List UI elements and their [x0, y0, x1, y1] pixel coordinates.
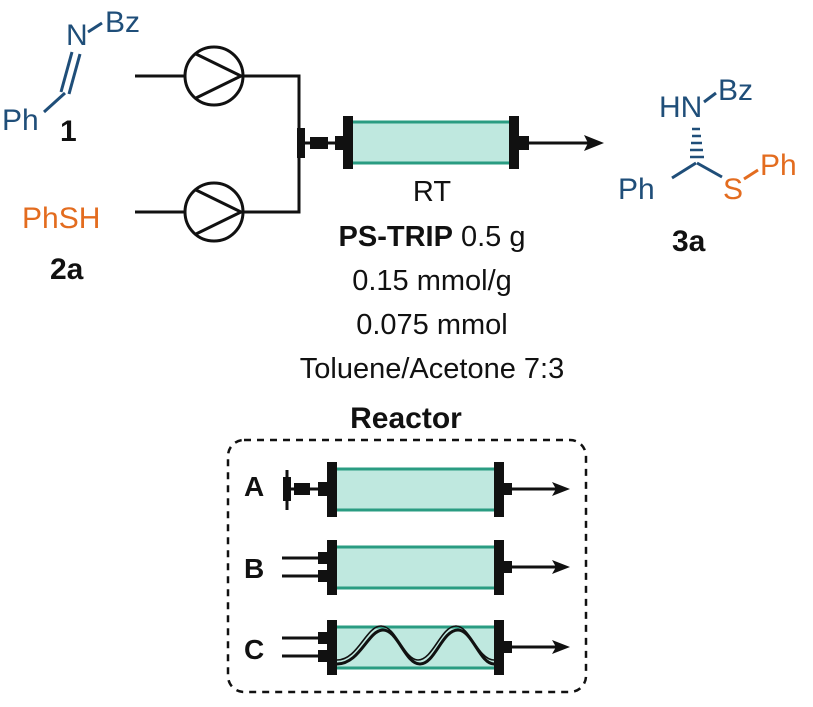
- variant-a-cap-left: [327, 462, 337, 517]
- catalyst-amount: 0.5 g: [453, 221, 526, 253]
- catalyst-name: PS-TRIP: [339, 221, 453, 253]
- variant-b-label: B: [244, 553, 264, 584]
- pump-bottom-symbol: [195, 188, 245, 236]
- variant-c-outlet-fitting: [504, 641, 512, 653]
- tube-bottom-out: [243, 148, 301, 214]
- product-3a: HN Bz Ph S Ph 3a: [618, 74, 797, 258]
- condition-temperature: RT: [413, 176, 451, 208]
- variant-c-cap-right: [494, 620, 504, 675]
- variant-c-static-mixer-b: [336, 625, 495, 661]
- reactor-variant-c: C: [244, 620, 570, 675]
- variant-c-fitting-top: [318, 632, 328, 644]
- pump-line-top: [135, 45, 301, 140]
- n-bz-bond-product: [703, 91, 717, 104]
- variant-a-arrow-head: [552, 482, 570, 496]
- variant-a-column: [332, 467, 498, 512]
- main-reactor: [297, 116, 604, 169]
- pump-top: [183, 45, 245, 107]
- pump-top-symbol: [195, 52, 245, 100]
- column-end-cap-left: [343, 116, 353, 169]
- reactant-1-bz: Bz: [105, 6, 140, 39]
- c-n-double-bond-a: [59, 51, 74, 93]
- reactant-1-ph: Ph: [2, 104, 39, 137]
- packed-column: [348, 120, 514, 165]
- reactant-1-number: 1: [60, 115, 77, 148]
- product-hn: HN: [659, 91, 702, 124]
- tube-top-out: [243, 74, 301, 140]
- reactant-1: N Bz Ph 1: [2, 6, 140, 148]
- product-ph-right: Ph: [760, 149, 797, 182]
- product-ph-left: Ph: [618, 173, 655, 206]
- variant-b-cap-left: [327, 540, 337, 595]
- variant-a-cap-right: [494, 462, 504, 517]
- hashed-wedge-bond: [690, 127, 704, 159]
- variant-b-fitting-top: [318, 552, 328, 564]
- variant-c-arrow-head: [552, 640, 570, 654]
- variant-a-mixer: [283, 477, 291, 501]
- reactor-variant-b: B: [244, 540, 570, 595]
- condition-amount: 0.075 mmol: [356, 309, 508, 341]
- mixer-connector: [310, 137, 328, 149]
- reactant-1-n-atom: N: [66, 19, 88, 52]
- variant-c-cap-left: [327, 620, 337, 675]
- product-s-atom: S: [723, 173, 743, 206]
- c-s-bond: [696, 161, 723, 179]
- t-mixer: [297, 128, 305, 158]
- pump-bottom: [183, 181, 245, 243]
- variant-b-column: [332, 545, 498, 590]
- variant-b-cap-right: [494, 540, 504, 595]
- s-ph-bond: [743, 168, 759, 181]
- product-number: 3a: [672, 225, 706, 258]
- condition-catalyst-line: PS-TRIP 0.5 g: [339, 221, 526, 253]
- variant-c-label: C: [244, 634, 264, 665]
- column-inlet-fitting: [335, 136, 345, 150]
- variant-c-static-mixer-a: [336, 628, 495, 666]
- column-outlet-fitting: [519, 136, 529, 150]
- condition-loading: 0.15 mmol/g: [352, 265, 512, 297]
- reactant-2-formula: PhSH: [22, 202, 100, 235]
- variant-a-label: A: [244, 471, 264, 502]
- variant-c-fitting-bottom: [318, 650, 328, 662]
- outlet-arrow-head: [584, 135, 604, 151]
- reactor-variant-a: A: [244, 462, 570, 517]
- c-n-double-bond-b: [67, 53, 82, 95]
- variant-a-outlet-fitting: [504, 483, 512, 495]
- reactor-title: Reactor: [350, 402, 462, 435]
- c-ph-bond-product: [671, 161, 697, 180]
- pump-line-bottom: [135, 148, 301, 243]
- variant-a-inlet-fitting: [318, 482, 328, 496]
- product-bz: Bz: [718, 74, 753, 107]
- variant-b-arrow-head: [552, 560, 570, 574]
- variant-b-outlet-fitting: [504, 561, 512, 573]
- variant-a-connector: [294, 483, 310, 495]
- c-ph-bond: [42, 91, 67, 114]
- conditions: RT PS-TRIP 0.5 g 0.15 mmol/g 0.075 mmol …: [300, 176, 564, 385]
- n-bz-bond: [87, 21, 103, 34]
- reactor-dashed-frame: [226, 438, 588, 694]
- column-end-cap-right: [509, 116, 519, 169]
- condition-solvent: Toluene/Acetone 7:3: [300, 353, 564, 385]
- reactant-2-number: 2a: [50, 253, 84, 286]
- variant-b-fitting-bottom: [318, 570, 328, 582]
- reactant-2: PhSH 2a: [22, 202, 100, 286]
- reactor-panel: Reactor A B: [226, 402, 588, 694]
